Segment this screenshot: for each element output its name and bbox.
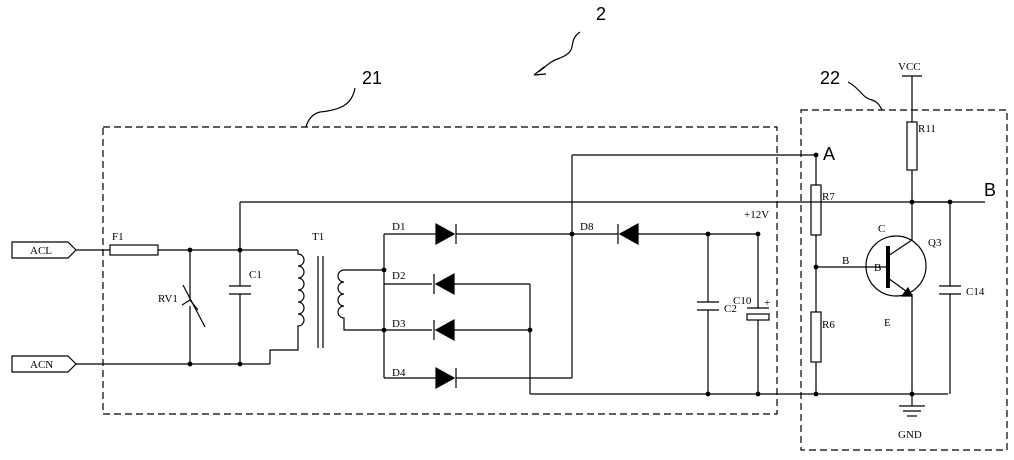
emitter-label: E	[884, 317, 891, 329]
block-21-leader	[305, 87, 356, 128]
fig-leader	[537, 31, 581, 73]
resistor-r11	[906, 121, 918, 171]
r11-label: R11	[918, 123, 936, 135]
acl-terminal	[11, 241, 77, 259]
d4-label: D4	[392, 367, 406, 379]
block-22-box	[800, 109, 1008, 451]
resistor-r6	[810, 311, 822, 363]
emitter-arrow	[900, 286, 913, 297]
base-inner-label: B	[874, 262, 881, 274]
node-a-label: A	[823, 144, 835, 164]
fig-leader-arrow	[533, 66, 547, 76]
r7-label: R7	[822, 191, 835, 203]
fuse-f1	[109, 244, 159, 256]
resistor-r7	[810, 184, 822, 236]
block-21-label: 21	[362, 68, 382, 88]
diode-d2	[434, 272, 455, 296]
fig-number: 2	[596, 4, 606, 24]
transistor-q3	[865, 235, 927, 297]
c1-label: C1	[249, 269, 262, 281]
diode-d8	[618, 222, 639, 246]
r6-label: R6	[822, 319, 835, 331]
transformer-t1-secondary	[337, 269, 384, 331]
gnd-label: GND	[898, 429, 922, 441]
vcc-label: VCC	[898, 61, 921, 73]
acl-label: ACL	[30, 245, 52, 257]
base-label: B	[842, 255, 849, 267]
diode-d4	[435, 366, 456, 390]
d1-label: D1	[392, 221, 405, 233]
c2-label: C2	[724, 303, 737, 315]
acn-label: ACN	[30, 359, 53, 371]
block-21-box	[102, 126, 778, 415]
block-22-leader	[847, 81, 883, 111]
acn-terminal	[11, 355, 77, 373]
varistor-rv1	[181, 290, 199, 311]
c10-plus: +	[764, 297, 770, 309]
d8-label: D8	[580, 221, 594, 233]
q3-label: Q3	[928, 237, 942, 249]
c14-label: C14	[966, 286, 985, 298]
v12-label: +12V	[744, 209, 769, 221]
f1-label: F1	[112, 231, 124, 243]
c10-label: C10	[733, 295, 752, 307]
node-b-label: B	[984, 180, 996, 200]
diode-d1	[435, 222, 456, 246]
rv1-label: RV1	[158, 293, 178, 305]
diode-d3	[434, 318, 455, 342]
block-22-label: 22	[820, 68, 840, 88]
t1-label: T1	[312, 231, 324, 243]
transformer-t1-primary	[269, 250, 305, 364]
collector-label: C	[878, 223, 885, 235]
d2-label: D2	[392, 270, 405, 282]
d3-label: D3	[392, 318, 406, 330]
